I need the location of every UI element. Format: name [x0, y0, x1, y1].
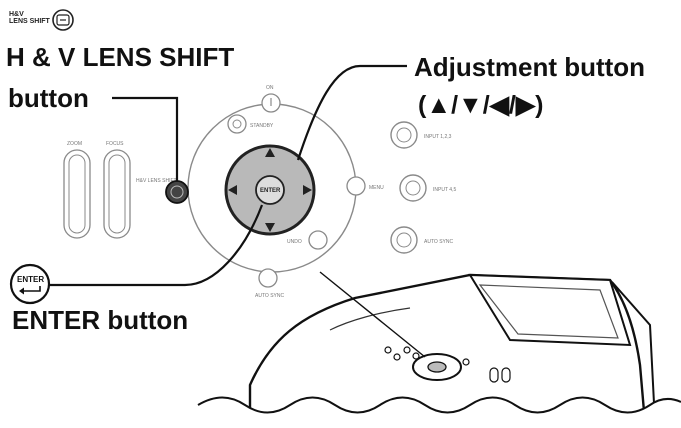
hv-icon-caption: H&V LENS SHIFT [9, 11, 50, 25]
auto-sync-bottom-button[interactable] [258, 268, 278, 288]
auto-sync-bottom-label: AUTO SYNC [255, 293, 284, 299]
standby-label: STANDBY [250, 123, 274, 129]
zoom-label: ZOOM [67, 141, 82, 147]
input-123-label: INPUT 1,2,3 [424, 134, 452, 140]
pad-enter-button[interactable]: ENTER [255, 175, 285, 205]
arrow-right-icon[interactable] [303, 185, 312, 195]
menu-label: MENU [369, 185, 384, 191]
lens-shift-panel-label: H&V LENS SHIFT [136, 178, 177, 184]
wavy-cutoff [198, 397, 681, 423]
enter-leader-line [48, 204, 264, 287]
zoom-leader-line [319, 271, 426, 358]
wavy-line [197, 396, 681, 414]
zoom-slider: ZOOM [63, 141, 91, 239]
projector-control-panel [384, 346, 511, 383]
menu-button[interactable] [346, 176, 366, 196]
focus-slider: FOCUS [103, 141, 131, 239]
hv-lens-shift-callout-line2: button [8, 83, 89, 113]
focus-label: FOCUS [106, 141, 124, 147]
hv-icon-caption-bottom: LENS SHIFT [9, 18, 50, 25]
input-45-label: INPUT 4,5 [433, 187, 456, 193]
auto-sync-right-button[interactable] [390, 226, 418, 254]
arrow-down-icon[interactable] [265, 223, 275, 232]
enter-icon: ENTER [9, 263, 51, 305]
hv-leader-line [112, 96, 179, 181]
on-button[interactable] [261, 93, 281, 113]
hv-lens-shift-callout-line1: H & V LENS SHIFT [6, 42, 235, 72]
input-123-button[interactable] [390, 121, 418, 149]
enter-callout: ENTER button [12, 305, 189, 335]
hv-icon-caption-top: H&V [9, 11, 24, 18]
input-45-button[interactable] [399, 174, 427, 202]
hv-lens-shift-button[interactable] [165, 180, 189, 204]
on-label: ON [266, 85, 274, 91]
arrow-left-icon[interactable] [228, 185, 237, 195]
undo-label: UNDO [287, 239, 302, 245]
arrow-up-icon[interactable] [265, 148, 275, 157]
adjustment-callout-line2: (▲/▼/◀/▶) [418, 91, 544, 119]
enter-icon-label: ENTER [17, 275, 44, 284]
undo-button[interactable] [308, 230, 328, 250]
adjustment-leader-line [296, 64, 407, 161]
auto-sync-right-label: AUTO SYNC [424, 239, 453, 245]
hv-lens-shift-icon [52, 9, 74, 31]
adjustment-callout-line1: Adjustment button [414, 52, 646, 82]
projector-body [248, 273, 656, 425]
standby-button[interactable] [227, 114, 247, 134]
pad-enter-label: ENTER [260, 188, 281, 194]
